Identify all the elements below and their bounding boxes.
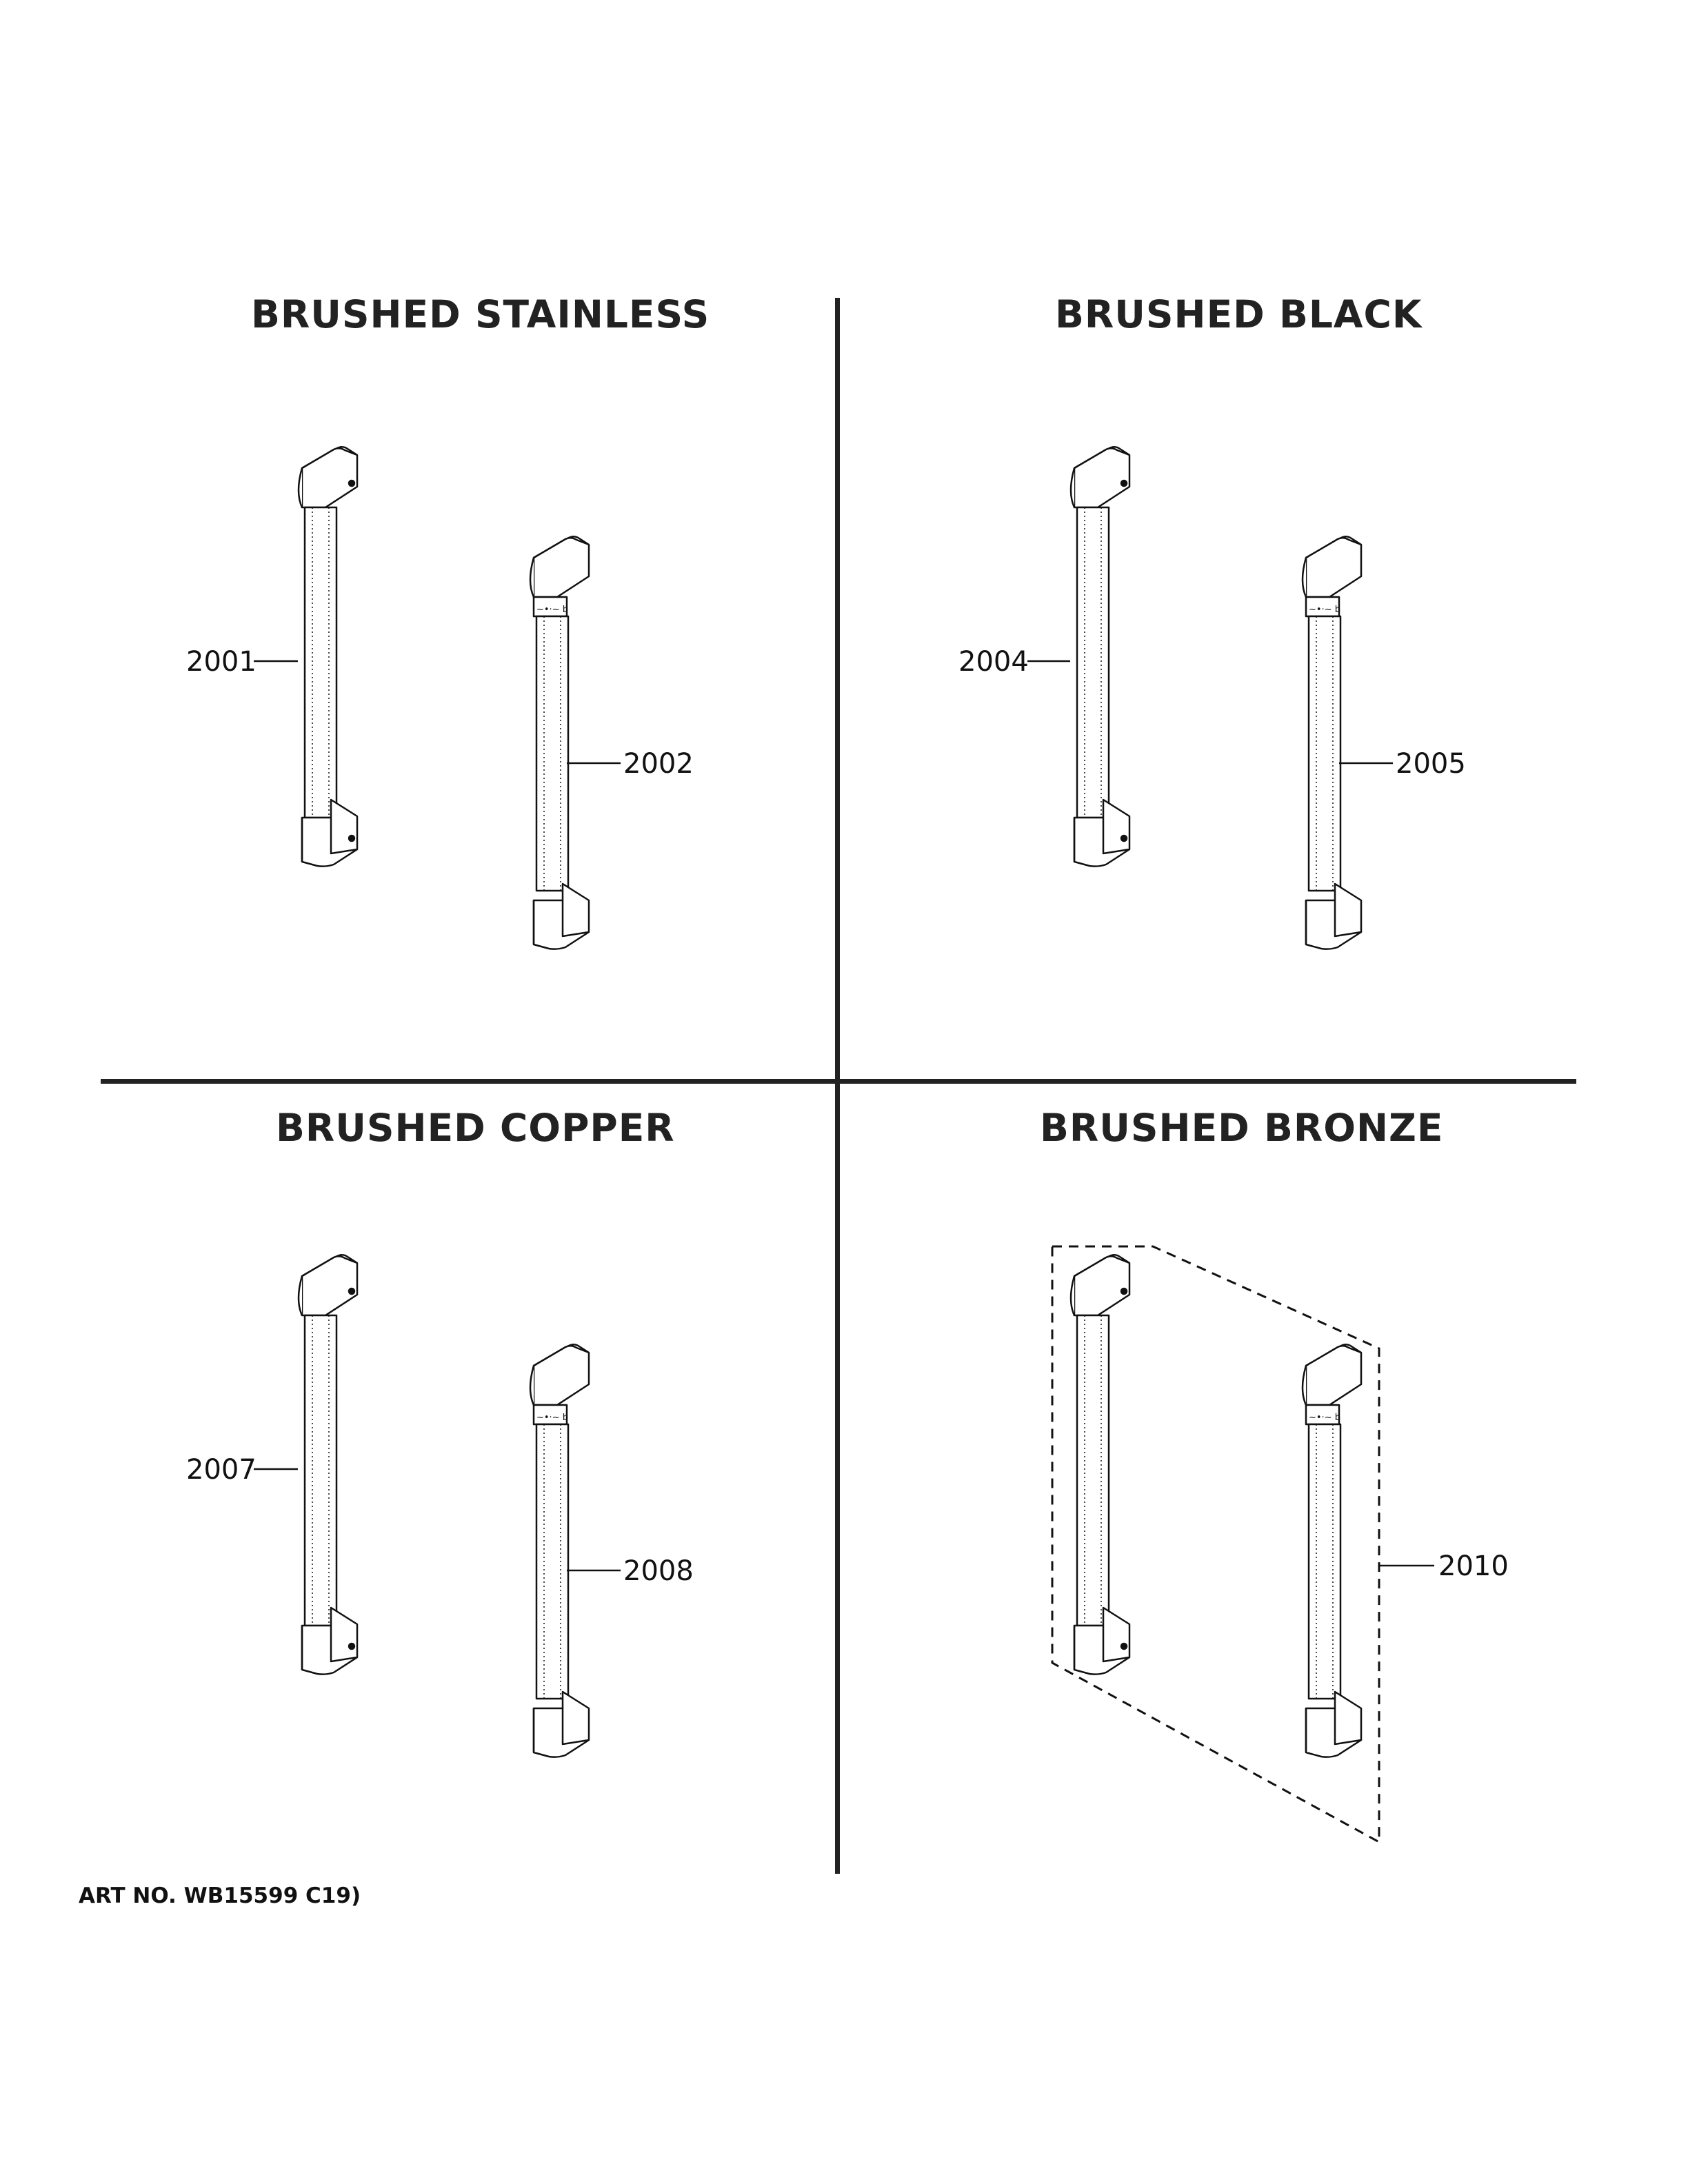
callout-2005: 2005 [1396,748,1466,780]
section-title-brushed-copper: BRUSHED COPPER [276,1106,675,1150]
callout-2004: 2004 [958,646,1029,678]
callout-2010: 2010 [1438,1550,1509,1582]
section-title-brushed-stainless: BRUSHED STAINLESS [251,292,710,336]
callout-2007: 2007 [186,1454,257,1486]
handle-2010-left [1069,1253,1131,1675]
art-number: ART NO. WB15599 C19) [79,1883,361,1908]
handle-2010-right [1301,1343,1363,1758]
handle-2001 [297,445,359,867]
section-title-brushed-bronze: BRUSHED BRONZE [1040,1106,1444,1150]
section-title-brushed-black: BRUSHED BLACK [1055,292,1423,336]
kit-dashed-outline [1051,1245,1380,1844]
handle-2005 [1301,535,1363,950]
handle-2002 [529,535,590,950]
handle-2007 [297,1253,359,1675]
callout-2001: 2001 [186,646,257,678]
vertical-divider [835,298,840,1874]
horizontal-divider [101,1079,1576,1084]
callout-2002: 2002 [623,748,694,780]
handle-2004 [1069,445,1131,867]
handle-2008 [529,1343,590,1758]
callout-2008: 2008 [623,1555,694,1587]
